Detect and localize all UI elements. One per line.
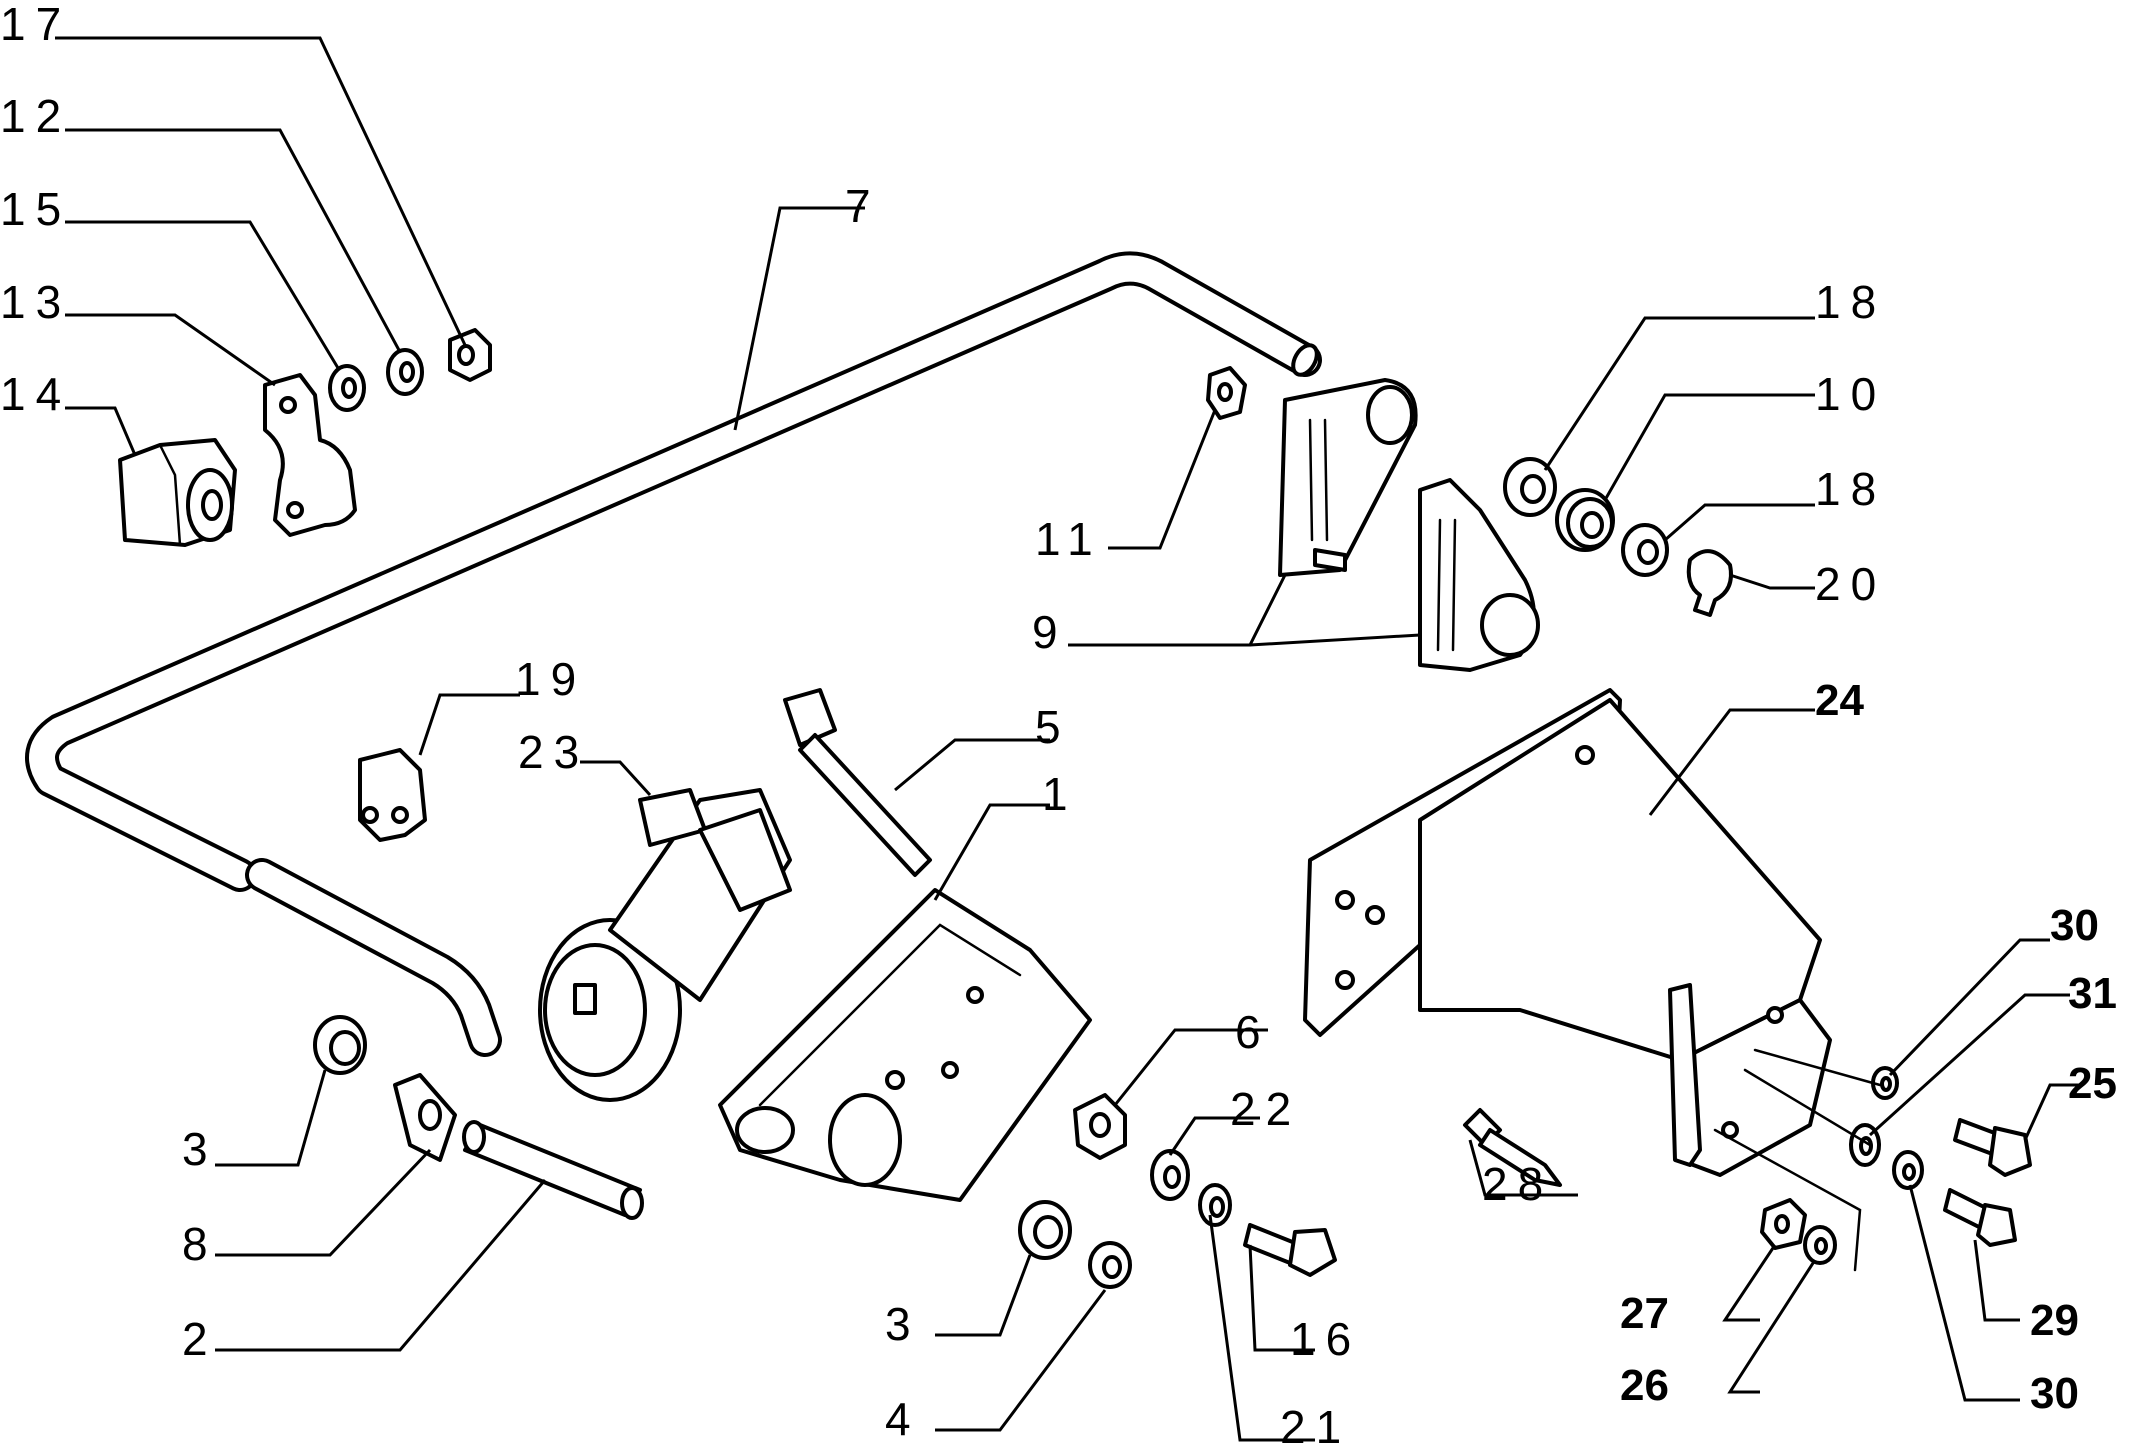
bushing-3-left bbox=[313, 1015, 367, 1075]
label-10: 10 bbox=[1815, 368, 1886, 420]
nut-27 bbox=[1760, 1198, 1807, 1250]
washer-30-bottom bbox=[1892, 1150, 1924, 1190]
bushing-3-right bbox=[1018, 1200, 1072, 1260]
label-3-right: 3 bbox=[885, 1298, 921, 1350]
label-26: 26 bbox=[1620, 1361, 1669, 1410]
label-24: 24 bbox=[1815, 676, 1864, 725]
rubber-bushing-14 bbox=[118, 438, 237, 547]
clamp-13 bbox=[263, 373, 357, 537]
nut-17 bbox=[448, 328, 492, 382]
label-2: 2 bbox=[182, 1313, 218, 1365]
pin-2 bbox=[462, 1120, 644, 1220]
washer-12 bbox=[386, 348, 424, 396]
label-21: 21 bbox=[1280, 1401, 1351, 1445]
nut-11 bbox=[1206, 366, 1247, 420]
bolt-25 bbox=[1953, 1118, 2032, 1177]
clamp-19 bbox=[358, 748, 427, 842]
washer-21 bbox=[1198, 1183, 1232, 1227]
label-4: 4 bbox=[885, 1393, 921, 1445]
plate-8 bbox=[393, 1073, 457, 1162]
label-20: 20 bbox=[1815, 558, 1886, 610]
bolt-5 bbox=[783, 688, 932, 877]
label-8: 8 bbox=[182, 1218, 218, 1270]
label-16: 16 bbox=[1290, 1313, 1361, 1365]
mount-bracket-1 bbox=[718, 888, 1092, 1202]
label-11: 11 bbox=[1035, 513, 1103, 565]
bolt-29 bbox=[1943, 1188, 2017, 1247]
washer-26 bbox=[1803, 1225, 1837, 1265]
label-31: 31 bbox=[2068, 969, 2117, 1018]
bushing-10 bbox=[1555, 488, 1615, 552]
label-5: 5 bbox=[1035, 701, 1071, 753]
crossmember-24 bbox=[1303, 688, 1832, 1177]
leader-lines bbox=[55, 36, 2080, 1442]
label-22: 22 bbox=[1230, 1083, 1301, 1135]
rivet-28 bbox=[1463, 1108, 1562, 1187]
label-1: 1 bbox=[1042, 768, 1078, 820]
label-19: 19 bbox=[515, 653, 586, 705]
label-27: 27 bbox=[1620, 1289, 1669, 1338]
bolt-16 bbox=[1243, 1223, 1337, 1277]
label-17: 17 bbox=[0, 0, 71, 50]
label-30-bottom: 30 bbox=[2030, 1369, 2079, 1418]
washer-22 bbox=[1150, 1149, 1190, 1201]
label-12: 12 bbox=[0, 90, 71, 142]
clip-20 bbox=[1686, 549, 1733, 617]
pump-23 bbox=[538, 788, 792, 1102]
label-6: 6 bbox=[1235, 1006, 1271, 1058]
label-18-bottom: 18 bbox=[1815, 463, 1886, 515]
washer-18-bottom bbox=[1621, 523, 1669, 577]
label-14: 14 bbox=[0, 368, 71, 420]
washer-4 bbox=[1088, 1241, 1132, 1289]
label-13: 13 bbox=[0, 276, 71, 328]
label-25: 25 bbox=[2068, 1059, 2117, 1108]
label-23: 23 bbox=[518, 726, 589, 778]
bracket-9-right bbox=[1418, 478, 1540, 672]
label-7: 7 bbox=[845, 180, 881, 232]
label-29: 29 bbox=[2030, 1296, 2079, 1345]
nut-6 bbox=[1073, 1093, 1127, 1160]
washer-15 bbox=[328, 364, 366, 412]
bracket-9-left bbox=[1278, 378, 1418, 577]
stabilizer-bar bbox=[25, 251, 1322, 1057]
label-3-left: 3 bbox=[182, 1123, 218, 1175]
label-30-top: 30 bbox=[2050, 901, 2099, 950]
label-28: 28 bbox=[1482, 1158, 1553, 1210]
label-9: 9 bbox=[1032, 606, 1068, 658]
washer-18-top bbox=[1503, 457, 1557, 517]
label-15: 15 bbox=[0, 183, 71, 235]
label-18-top: 18 bbox=[1815, 276, 1886, 328]
